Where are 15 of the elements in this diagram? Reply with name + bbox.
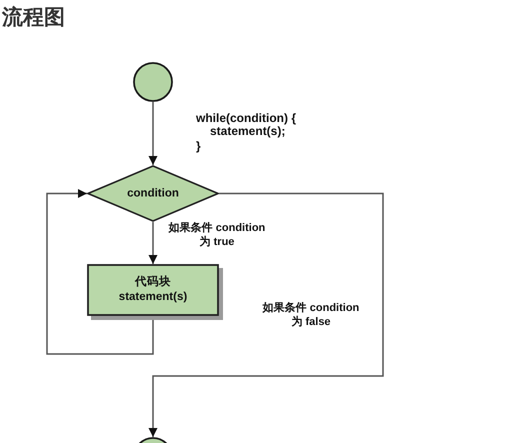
code-text: } bbox=[196, 140, 201, 153]
edge-label: 如果条件 condition 为 false bbox=[262, 301, 360, 329]
node-label: 代码块 statement(s) bbox=[118, 275, 188, 305]
decision-diamond bbox=[87, 165, 219, 222]
code-text: while(condition) { bbox=[196, 112, 296, 125]
edge-label: 如果条件 condition 为 true bbox=[168, 221, 266, 249]
arrow bbox=[148, 102, 158, 165]
title: 流程图 bbox=[2, 5, 65, 31]
arrow bbox=[46, 189, 154, 355]
process-box bbox=[87, 264, 223, 320]
arrow bbox=[148, 222, 158, 264]
code-text: statement(s); bbox=[210, 125, 286, 138]
terminal-circle bbox=[133, 62, 173, 102]
arrow bbox=[148, 192, 384, 437]
node-label: condition bbox=[127, 186, 179, 201]
